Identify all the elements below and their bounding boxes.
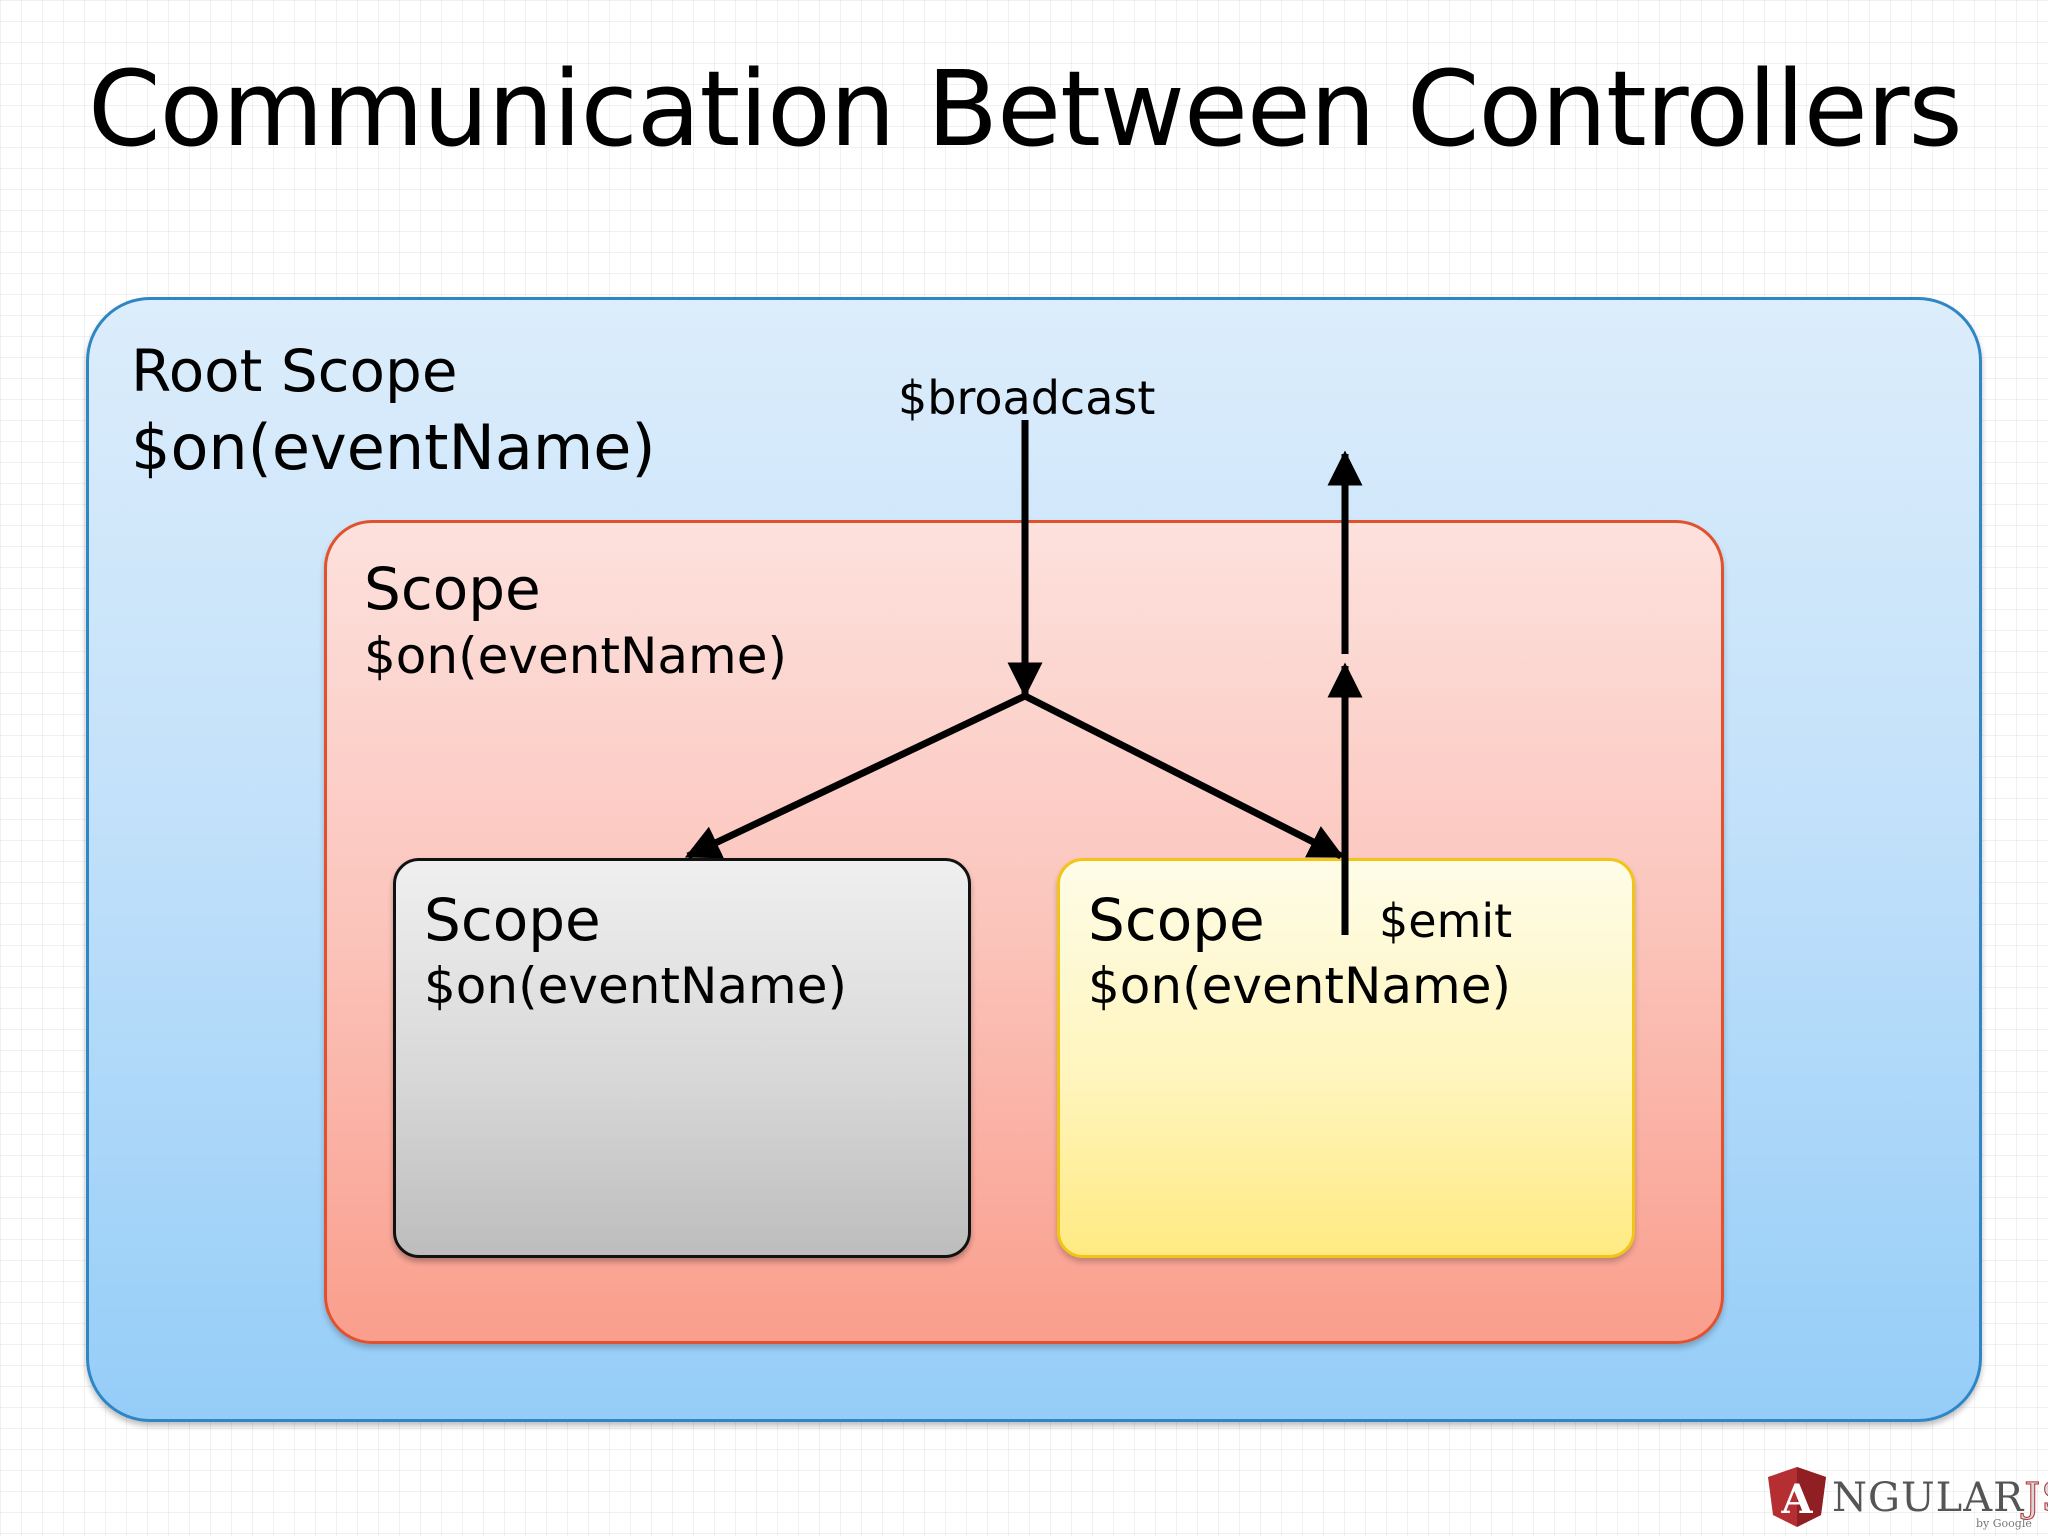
root-scope-name: Root Scope — [131, 337, 458, 405]
child-scope-left-box — [393, 858, 971, 1258]
parent-scope-listener: $on(eventName) — [364, 627, 788, 685]
child-scope-left-name: Scope — [424, 886, 601, 954]
angularjs-wordmark: NGULARJS — [1832, 1475, 2048, 1522]
angularjs-byline: by Google — [1976, 1517, 2032, 1530]
root-scope-listener: $on(eventName) — [131, 411, 656, 484]
angularjs-logo: A NGULARJS by Google — [1766, 1465, 2048, 1530]
child-scope-right-name: Scope — [1088, 886, 1265, 954]
emit-label: $emit — [1379, 894, 1513, 948]
angular-shield-icon: A — [1768, 1467, 1826, 1527]
broadcast-branch-right-arrow — [1023, 692, 1345, 860]
child-scope-left-listener: $on(eventName) — [424, 957, 848, 1015]
angular-shield-letter: A — [1780, 1476, 1813, 1523]
angularjs-wordmark-js: JS — [2024, 1475, 2048, 1522]
parent-scope-name: Scope — [364, 555, 541, 623]
broadcast-label: $broadcast — [898, 371, 1156, 425]
angularjs-wordmark-main: NGULAR — [1832, 1475, 2025, 1521]
broadcast-branch-left-arrow — [684, 692, 1027, 860]
slide-title: Communication Between Controllers — [88, 48, 1963, 170]
child-scope-right-listener: $on(eventName) — [1088, 957, 1512, 1015]
